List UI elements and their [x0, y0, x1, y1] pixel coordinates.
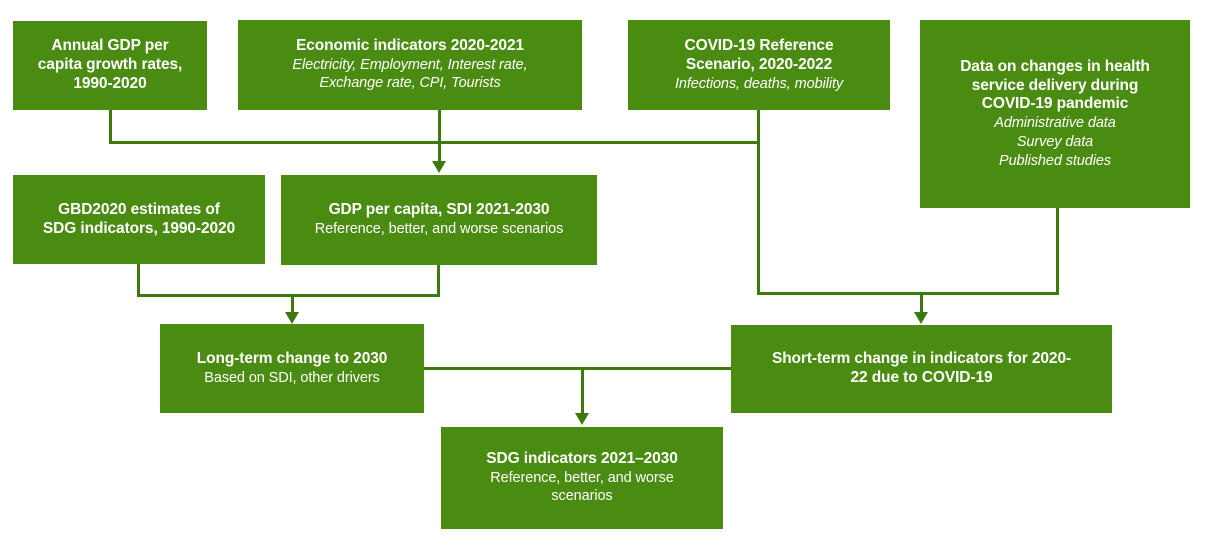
node-long-term-sub-line1: Based on SDI, other drivers: [204, 369, 380, 386]
node-sdg-indicators-title: SDG indicators 2021–2030: [486, 449, 678, 467]
node-health-service-delivery-data[interactable]: Data on changes in health service delive…: [920, 20, 1190, 208]
connector-health-data-down: [1056, 208, 1059, 295]
node-health-data-sub-line1: Administrative data: [994, 115, 1116, 132]
node-sdg-indicators-sub-line2: scenarios: [551, 488, 613, 505]
node-short-term-title-line2: 22 due to COVID-19: [850, 369, 993, 386]
node-sdg-indicators-2021-2030[interactable]: SDG indicators 2021–2030 Reference, bett…: [441, 427, 723, 529]
arrowhead-to-short-term: [914, 312, 928, 324]
node-health-data-sub-line3: Published studies: [999, 152, 1111, 169]
node-annual-gdp-title-line3: 1990-2020: [73, 74, 147, 92]
node-gbd-title-line1: GBD2020 estimates of: [58, 200, 220, 218]
node-long-term-change[interactable]: Long-term change to 2030 Based on SDI, o…: [160, 324, 424, 413]
node-covid-reference-scenario[interactable]: COVID-19 Reference Scenario, 2020-2022 I…: [628, 20, 890, 110]
node-health-data-title-line1: Data on changes in health: [960, 57, 1150, 75]
node-gbd-title-line2: SDG indicators, 1990-2020: [42, 219, 236, 237]
node-annual-gdp-title-line2: capita growth rates,: [37, 56, 183, 74]
node-health-data-title-line2: service delivery during: [971, 76, 1139, 94]
node-covid-reference-title-line2: Scenario, 2020-2022: [685, 55, 833, 73]
node-long-term-title: Long-term change to 2030: [196, 349, 388, 367]
node-annual-gdp-growth-rates[interactable]: Annual GDP per capita growth rates, 1990…: [13, 21, 207, 110]
connector-bus-to-gdp: [438, 141, 441, 163]
node-economic-indicators-title: Economic indicators 2020-2021: [296, 36, 524, 54]
connector-economic-down: [438, 110, 441, 144]
arrowhead-to-long-term: [285, 312, 299, 324]
arrowhead-to-sdg-indicators: [575, 413, 589, 425]
node-gdp-sdi-sub-line1: Reference, better, and worse scenarios: [314, 221, 564, 238]
node-gdp-per-capita-sdi[interactable]: GDP per capita, SDI 2021-2030 Reference,…: [281, 175, 597, 265]
connector-bus-to-long-term: [291, 294, 294, 314]
connector-row1-bus: [109, 141, 759, 144]
connector-gdp-sdi-down: [437, 265, 440, 297]
connector-bus-to-sdg: [581, 367, 584, 415]
node-economic-indicators-sub-line2: Exchange rate, CPI, Tourists: [319, 75, 501, 92]
connector-gbd-down: [137, 264, 140, 297]
node-annual-gdp-title-line1: Annual GDP per: [51, 37, 169, 55]
connector-covid-down: [757, 110, 760, 295]
node-sdg-indicators-sub-line1: Reference, better, and worse: [490, 469, 674, 486]
connector-row3-bus: [137, 294, 440, 297]
node-economic-indicators-sub-line1: Electricity, Employment, Interest rate,: [292, 56, 528, 73]
connector-long-to-short-term: [424, 367, 732, 370]
arrowhead-to-gdp-sdi: [432, 161, 446, 173]
node-economic-indicators[interactable]: Economic indicators 2020-2021 Electricit…: [238, 20, 582, 110]
node-gdp-sdi-title: GDP per capita, SDI 2021-2030: [328, 201, 550, 219]
node-covid-reference-title-line1: COVID-19 Reference: [684, 36, 834, 54]
node-health-data-sub-line2: Survey data: [1016, 134, 1094, 151]
connector-row2-bus: [757, 292, 1059, 295]
node-short-term-title-line1: Short-term change in indicators for 2020…: [771, 350, 1072, 368]
connector-bus-to-short-term: [920, 292, 923, 314]
node-gbd2020-estimates[interactable]: GBD2020 estimates of SDG indicators, 199…: [13, 175, 265, 264]
node-short-term-change[interactable]: Short-term change in indicators for 2020…: [731, 325, 1112, 413]
node-covid-reference-sub-line1: Infections, deaths, mobility: [674, 75, 844, 92]
node-health-data-title-line3: COVID-19 pandemic: [981, 95, 1129, 113]
connector-annual-gdp-down: [109, 110, 112, 144]
